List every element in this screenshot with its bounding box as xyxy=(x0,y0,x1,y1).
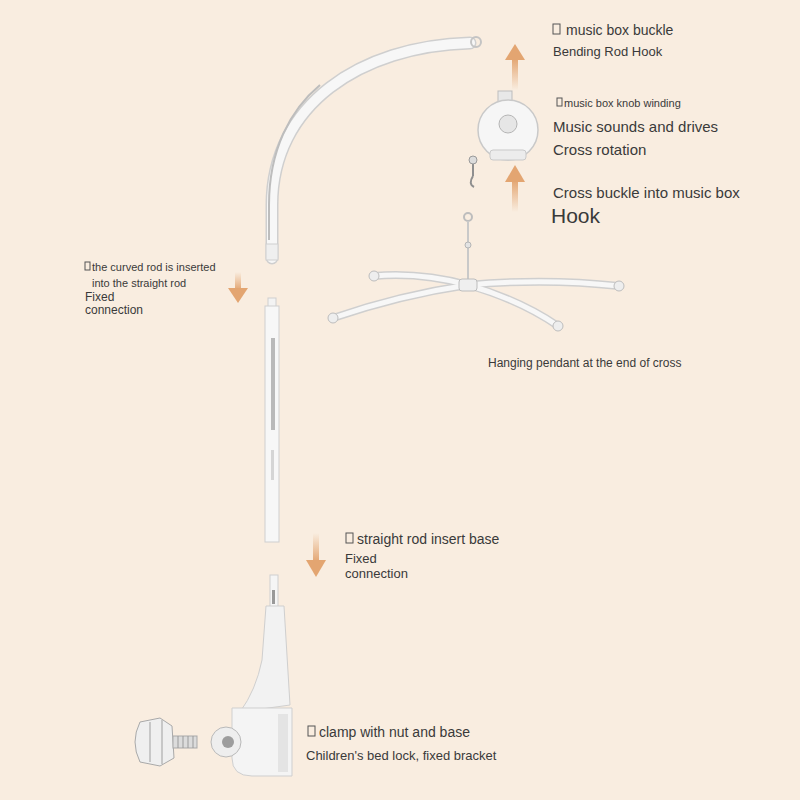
bolt-thread xyxy=(178,736,193,748)
direction-arrow xyxy=(505,44,525,90)
note-label: Music sounds and drives Cross rotation xyxy=(553,115,735,161)
hook-ring xyxy=(469,156,477,164)
rod-hook xyxy=(471,37,481,47)
cross-arm-body xyxy=(333,275,619,326)
clamp-boss xyxy=(211,727,241,757)
direction-arrow xyxy=(228,272,248,303)
clamp-base xyxy=(211,575,292,776)
clamp-shade xyxy=(278,714,288,772)
arrow-shaft xyxy=(313,533,319,562)
hanging-cross xyxy=(328,213,624,331)
glyph-square xyxy=(85,262,90,270)
nut-ribs xyxy=(150,720,162,764)
cross-end-cap xyxy=(328,271,624,331)
cross-arm xyxy=(468,282,619,286)
glyph-square xyxy=(553,24,560,34)
base-peg xyxy=(270,575,278,609)
base-fin xyxy=(240,606,290,712)
cross-arm xyxy=(333,285,468,318)
cross-arm xyxy=(333,285,468,318)
note-label: straight rod insert base xyxy=(357,531,499,548)
arrow-shaft xyxy=(235,272,241,290)
cross-arm xyxy=(468,285,558,326)
cross-arm xyxy=(374,275,468,285)
part-label: Children's bed lock, fixed bracket xyxy=(306,748,496,764)
rod-slot xyxy=(271,338,275,430)
rod-shade xyxy=(269,85,320,240)
cross-arm-outline xyxy=(333,275,619,326)
nut-knob xyxy=(135,718,174,766)
cross-end-cap xyxy=(369,271,379,281)
arrow-head xyxy=(228,288,248,303)
music-box-foot xyxy=(490,150,526,160)
cross-arm xyxy=(374,275,468,285)
arrow-head xyxy=(505,44,525,60)
note-label: Cross buckle into music box xyxy=(553,184,740,202)
nut-bolt xyxy=(173,736,197,748)
cross-end-cap xyxy=(328,313,338,323)
cross-end-cap xyxy=(614,281,624,291)
note-label: Fixed connection xyxy=(85,291,155,317)
music-box-hook xyxy=(471,176,474,187)
note-label: Fixed connection xyxy=(345,551,421,581)
rod-end xyxy=(266,244,278,260)
glyph-square xyxy=(557,98,562,106)
cross-end-cap xyxy=(553,321,563,331)
cross-ring xyxy=(464,213,472,221)
rod-body xyxy=(272,43,470,258)
music-box xyxy=(469,91,538,187)
rod-body xyxy=(265,306,279,542)
arrow-head xyxy=(505,165,525,182)
cross-bead xyxy=(465,242,471,248)
straight-rod xyxy=(265,298,279,542)
part-label: Bending Rod Hook xyxy=(553,44,662,60)
arrow-shaft xyxy=(512,58,518,90)
music-box-body xyxy=(478,100,538,160)
note-label: the curved rod is inserted into the stra… xyxy=(92,259,232,291)
cross-stem xyxy=(467,221,469,283)
note-label: Hook xyxy=(551,204,600,228)
arrow-shaft xyxy=(512,180,518,212)
music-box-hub xyxy=(499,115,517,133)
part-label: clamp with nut and base xyxy=(319,724,470,741)
base-peg-slot xyxy=(272,590,275,604)
curved-rod xyxy=(266,37,481,260)
cross-arm xyxy=(468,285,558,326)
clamp-hole xyxy=(222,736,234,748)
direction-arrow xyxy=(306,533,326,577)
rod-outline xyxy=(272,43,470,258)
part-label: music box buckle xyxy=(566,22,673,39)
clamp-nut xyxy=(135,718,197,766)
glyph-square xyxy=(308,726,315,736)
note-label: music box knob winding xyxy=(564,97,681,110)
direction-arrow xyxy=(505,165,525,212)
rod-slot xyxy=(271,450,274,480)
cross-hub xyxy=(459,279,477,291)
cross-arm xyxy=(468,282,619,286)
part-label: Hanging pendant at the end of cross xyxy=(488,356,681,371)
glyph-square xyxy=(85,24,562,736)
arrow-head xyxy=(306,560,326,577)
glyph-square xyxy=(346,533,353,543)
